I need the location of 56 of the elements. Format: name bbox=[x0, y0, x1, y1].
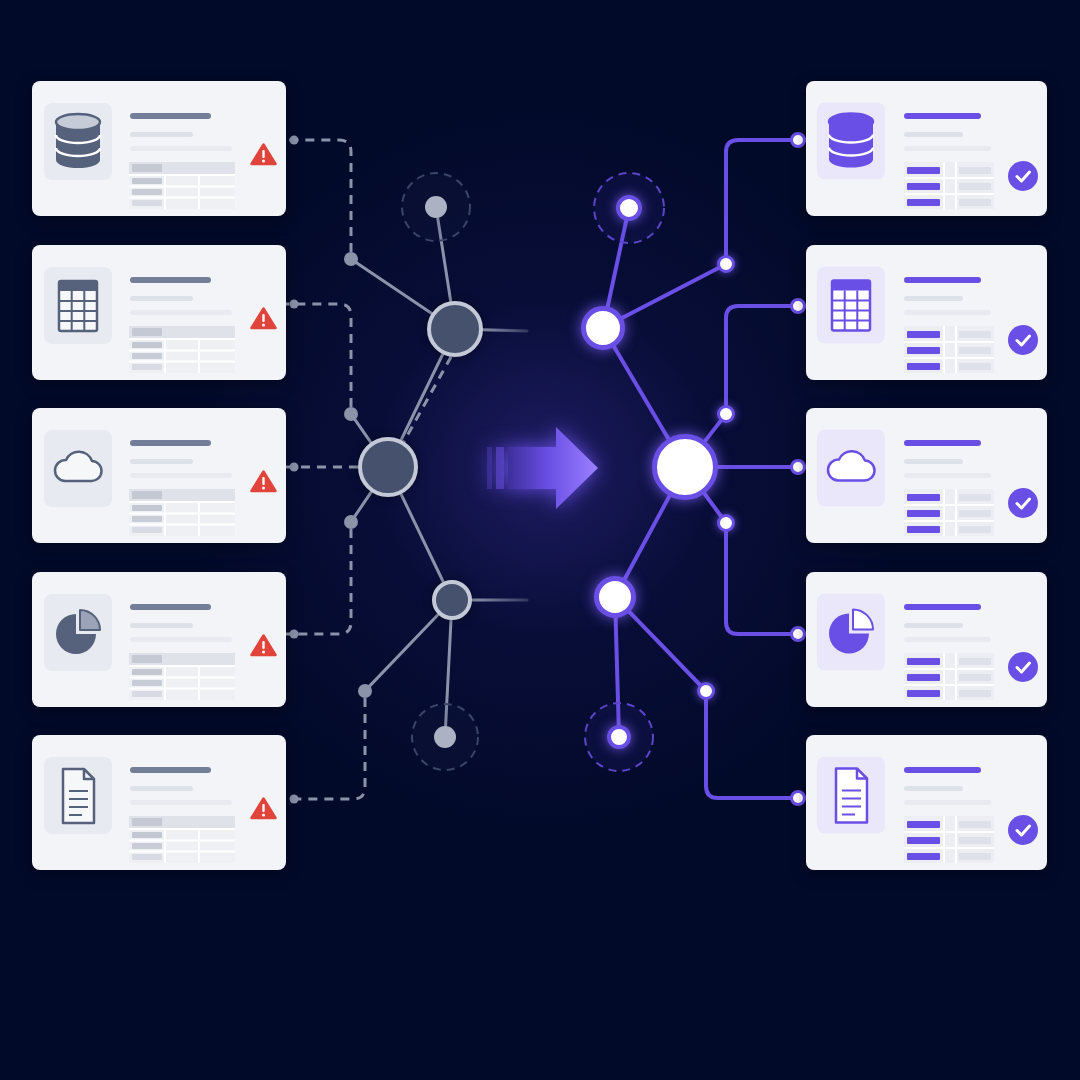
connector-line bbox=[627, 610, 702, 687]
hub-node bbox=[581, 306, 625, 350]
connector-line bbox=[353, 490, 373, 518]
junction-dot bbox=[717, 514, 735, 532]
hub-node bbox=[652, 434, 718, 500]
connector-line bbox=[623, 494, 672, 581]
data-card bbox=[806, 245, 1047, 380]
connector-line bbox=[353, 418, 373, 444]
dashed-connector bbox=[286, 529, 353, 639]
connector-line bbox=[716, 459, 808, 475]
junction-dot bbox=[344, 407, 358, 421]
connector-line bbox=[612, 344, 671, 441]
data-card bbox=[32, 408, 286, 543]
connector-line bbox=[724, 132, 808, 257]
dashed-connector bbox=[402, 355, 453, 443]
dashed-connector bbox=[286, 462, 358, 472]
connector-line bbox=[355, 261, 434, 315]
data-card bbox=[806, 408, 1047, 543]
endpoint-node bbox=[434, 726, 456, 748]
junction-dot bbox=[358, 684, 372, 698]
junction-dot bbox=[344, 515, 358, 529]
connector-line bbox=[368, 613, 440, 688]
connector-line bbox=[436, 216, 453, 303]
connector-line bbox=[481, 328, 529, 333]
hub-node bbox=[358, 437, 418, 497]
connector-line bbox=[444, 618, 453, 728]
junction-dot bbox=[717, 255, 735, 273]
data-card bbox=[806, 81, 1047, 216]
dashed-connector bbox=[286, 135, 353, 252]
connector-line bbox=[470, 598, 529, 602]
data-card bbox=[806, 572, 1047, 707]
data-card bbox=[806, 735, 1047, 870]
endpoint-node bbox=[425, 196, 447, 218]
connector-line bbox=[724, 298, 808, 407]
hub-node bbox=[432, 580, 472, 620]
connector-line bbox=[702, 491, 723, 518]
data-card bbox=[32, 735, 286, 870]
endpoint-node bbox=[616, 195, 642, 221]
dashed-connector bbox=[286, 299, 353, 407]
connector-line bbox=[613, 616, 621, 727]
hub-node bbox=[594, 576, 636, 618]
data-card bbox=[32, 572, 286, 707]
connector-line bbox=[620, 266, 720, 320]
junction-dot bbox=[717, 405, 735, 423]
connector-line bbox=[399, 352, 445, 442]
endpoint-node bbox=[607, 725, 631, 749]
connector-line bbox=[703, 419, 723, 443]
connector-line bbox=[605, 218, 629, 309]
connector-line bbox=[704, 698, 808, 806]
data-card bbox=[32, 81, 286, 216]
hub-node bbox=[427, 301, 483, 357]
junction-dot bbox=[697, 682, 715, 700]
data-card bbox=[32, 245, 286, 380]
junction-dot bbox=[344, 252, 358, 266]
connector-line bbox=[724, 530, 808, 642]
connector-line bbox=[399, 492, 445, 584]
